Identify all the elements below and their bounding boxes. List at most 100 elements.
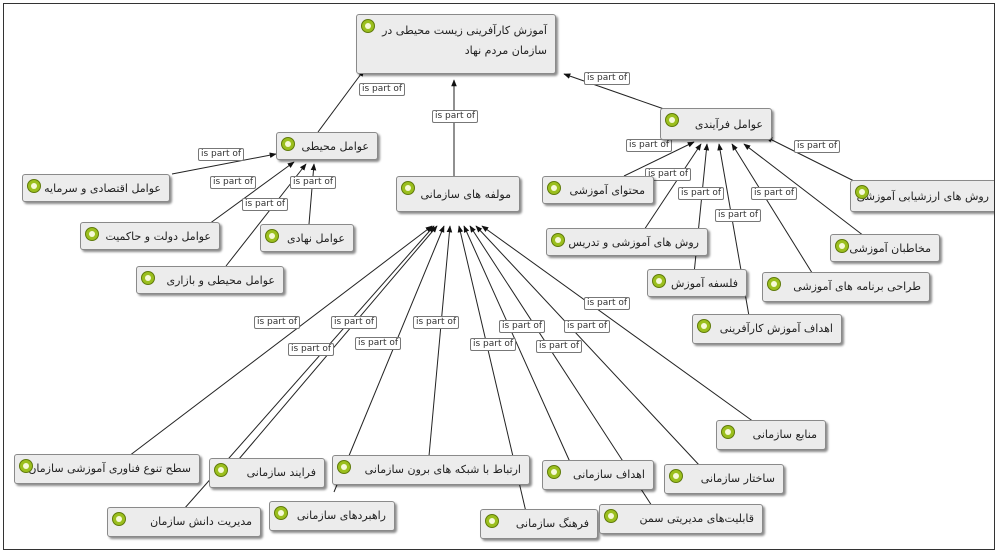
gear-icon (337, 460, 351, 474)
gear-icon (665, 113, 679, 127)
gear-icon (485, 514, 499, 528)
diagram-canvas: is part of is part of is part of is part… (3, 3, 995, 550)
edge-label: is part of (331, 316, 378, 329)
edge-label: is part of (432, 110, 479, 123)
edge-label: is part of (626, 139, 673, 152)
node-label: ساختار سازمانی (700, 472, 775, 485)
edge-label: is part of (584, 72, 631, 85)
node-methods[interactable]: روش های آموزشی و تدریس (546, 228, 708, 256)
node-label: روش های آموزشی و تدریس (568, 236, 699, 249)
node-inst[interactable]: عوامل نهادی (260, 224, 354, 252)
gear-icon (214, 463, 228, 477)
edge-env-inst (308, 163, 317, 225)
edge-label: is part of (242, 198, 289, 211)
gear-icon (112, 512, 126, 526)
edge-root-env (317, 69, 365, 133)
node-label: عوامل فرآیندی (694, 118, 763, 131)
node-label: فلسفه آموزش (670, 277, 738, 290)
node-label: راهبردهای سازمانی (296, 509, 386, 522)
node-envmkt[interactable]: عوامل محیطی و بازاری (136, 266, 284, 294)
gear-icon (652, 274, 666, 288)
node-label: ارتباط با شبکه های برون سازمانی (364, 463, 521, 476)
node-goals[interactable]: اهداف آموزش کارآفرینی (692, 314, 842, 344)
node-label: عوامل محیطی (301, 140, 369, 153)
edge-org-strat (333, 225, 445, 493)
node-label: قابلیت‌های مدیریتی سمن (639, 512, 755, 525)
node-km[interactable]: مدیریت دانش سازمان (107, 507, 261, 537)
node-label: مولفه های سازمانی (420, 188, 512, 201)
edge-label: is part of (355, 337, 402, 350)
edge-label: is part of (751, 187, 798, 200)
node-label: عوامل محیطی و بازاری (166, 274, 275, 287)
gear-icon (697, 319, 711, 333)
node-audience[interactable]: مخاطبان آموزشی (830, 234, 940, 262)
gear-icon (85, 227, 99, 241)
node-env[interactable]: عوامل محیطی (276, 132, 378, 160)
node-label: مدیریت دانش سازمان (150, 515, 252, 528)
node-label: اهداف آموزش کارآفرینی (719, 322, 833, 335)
gear-icon (27, 179, 41, 193)
node-label: طراحی برنامه های آموزشی (793, 280, 921, 293)
node-culture[interactable]: فرهنگ سازمانی (480, 509, 598, 539)
node-network[interactable]: ارتباط با شبکه های برون سازمانی (332, 455, 530, 485)
edge-label: is part of (564, 320, 611, 333)
edge-label: is part of (536, 340, 583, 353)
edge-label: is part of (584, 297, 631, 310)
node-tech[interactable]: سطح تنوع فناوری آموزشی سازمان (14, 454, 200, 484)
node-label: منابع سازمانی (752, 428, 817, 441)
node-strat[interactable]: راهبردهای سازمانی (269, 501, 395, 531)
edge-label: is part of (198, 148, 245, 161)
gear-icon (265, 229, 279, 243)
node-root[interactable]: آموزش کارآفرینی زیست محیطی در سازمان مرد… (356, 14, 556, 74)
edge-label: is part of (715, 209, 762, 222)
node-label: روش های ارزشیابی آموزشی (856, 190, 989, 203)
gear-icon (401, 181, 415, 195)
gear-icon (274, 506, 288, 520)
edge-org-process (238, 225, 438, 460)
gear-icon (551, 233, 565, 247)
node-eval[interactable]: روش های ارزشیابی آموزشی (850, 180, 994, 212)
gear-icon (855, 185, 869, 199)
node-label: عوامل اقتصادی و سرمایه (44, 182, 161, 195)
node-govt[interactable]: عوامل دولت و حاکمیت (80, 222, 220, 250)
gear-icon (835, 239, 849, 253)
node-orggoals[interactable]: اهداف سازمانی (542, 460, 654, 490)
edge-label: is part of (794, 140, 841, 153)
edge-label: is part of (499, 320, 546, 333)
gear-icon (604, 509, 618, 523)
gear-icon (547, 181, 561, 195)
edge-label: is part of (359, 83, 406, 96)
node-mgmt[interactable]: قابلیت‌های مدیریتی سمن (599, 504, 763, 534)
edge-label: is part of (678, 187, 725, 200)
node-process[interactable]: فرایند سازمانی (209, 458, 325, 488)
edge-label: is part of (470, 338, 517, 351)
node-res[interactable]: منابع سازمانی (716, 420, 826, 450)
gear-icon (547, 465, 561, 479)
node-label: فرایند سازمانی (246, 466, 316, 479)
node-label: مخاطبان آموزشی (849, 242, 931, 255)
edge-label: is part of (210, 176, 257, 189)
node-content[interactable]: محتوای آموزشی (542, 176, 654, 204)
node-label: اهداف سازمانی (573, 468, 645, 481)
edge-env-govt (208, 161, 295, 225)
gear-icon (19, 459, 33, 473)
node-design[interactable]: طراحی برنامه های آموزشی (762, 272, 930, 302)
node-proc[interactable]: عوامل فرآیندی (660, 108, 772, 140)
node-org[interactable]: مولفه های سازمانی (396, 176, 520, 212)
edge-label: is part of (645, 168, 692, 181)
edge-org-network (428, 225, 453, 457)
node-label: سطح تنوع فناوری آموزشی سازمان (28, 462, 191, 475)
gear-icon (281, 137, 295, 151)
node-struct[interactable]: ساختار سازمانی (664, 464, 784, 494)
gear-icon (669, 469, 683, 483)
edge-label: is part of (254, 316, 301, 329)
gear-icon (767, 277, 781, 291)
edge-label: is part of (290, 176, 337, 189)
edge-label: is part of (413, 316, 460, 329)
node-philo[interactable]: فلسفه آموزش (647, 269, 747, 297)
node-label: آموزش کارآفرینی زیست محیطی در سازمان مرد… (382, 24, 547, 57)
node-label: محتوای آموزشی (569, 184, 646, 197)
node-econ[interactable]: عوامل اقتصادی و سرمایه (22, 174, 170, 202)
node-label: عوامل دولت و حاکمیت (105, 230, 211, 243)
gear-icon (141, 271, 155, 285)
